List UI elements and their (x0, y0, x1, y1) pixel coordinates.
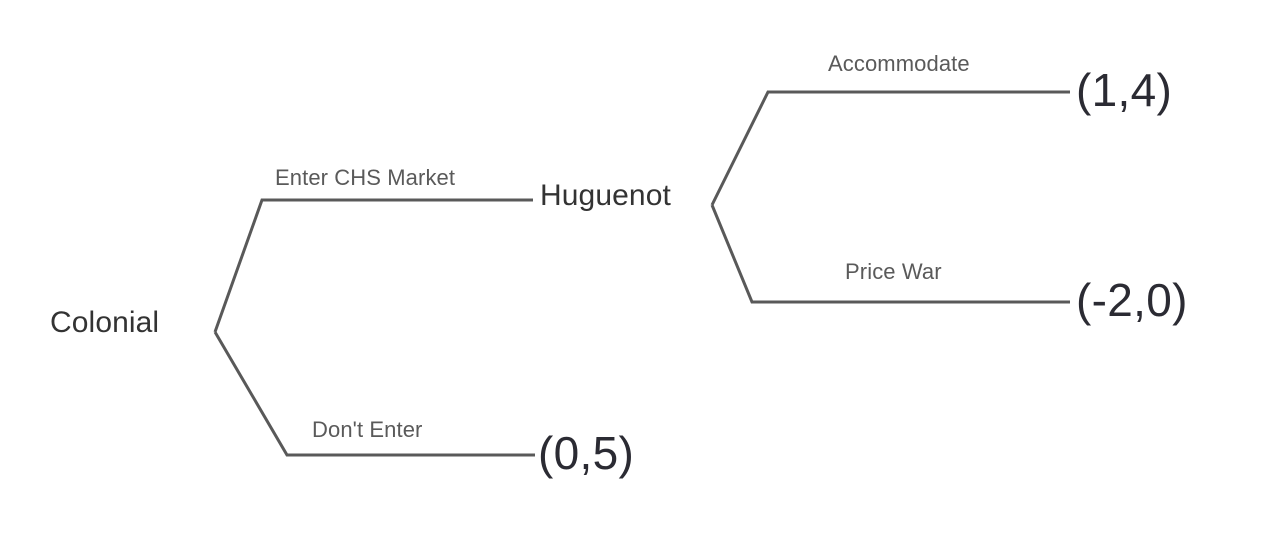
payoff-label-price-war: (-2,0) (1076, 274, 1188, 326)
edge-accommodate (710, 90, 1070, 206)
node-label-huguenot: Huguenot (540, 179, 671, 212)
action-label-price-war: Price War (845, 259, 942, 284)
payoff-label-accommodate: (1,4) (1076, 64, 1173, 116)
payoff-label-dont-enter: (0,5) (538, 427, 635, 479)
action-label-dont-enter: Don't Enter (312, 417, 423, 442)
edge-price-war (710, 204, 1070, 304)
edge-enter-chs-market (213, 198, 533, 333)
node-label-colonial: Colonial (50, 306, 160, 339)
action-label-accommodate: Accommodate (828, 51, 970, 76)
edge-dont-enter (213, 331, 535, 457)
action-label-enter-chs-market: Enter CHS Market (275, 165, 456, 190)
